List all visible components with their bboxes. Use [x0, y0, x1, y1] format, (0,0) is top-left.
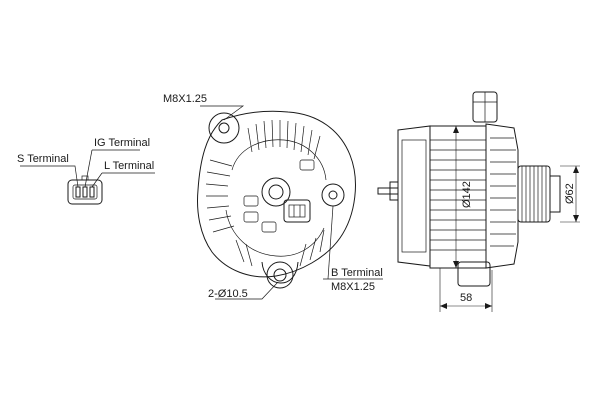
b-terminal-label: B Terminal	[331, 267, 383, 279]
s-terminal-label: S Terminal	[17, 153, 69, 165]
width-label: 58	[460, 292, 472, 304]
dia-body-label: Ø142	[461, 181, 473, 208]
mount-holes-label: 2-Ø10.5	[208, 288, 248, 300]
l-terminal-label: L Terminal	[104, 160, 154, 172]
side-view	[377, 91, 580, 312]
m8-bottom-label: M8X1.25	[331, 281, 375, 293]
connector-drawing	[20, 149, 155, 205]
m8-top-label: M8X1.25	[163, 93, 207, 105]
front-view	[197, 105, 383, 300]
ig-terminal-label: IG Terminal	[94, 137, 150, 149]
dia-pulley-label: Ø62	[564, 183, 576, 204]
